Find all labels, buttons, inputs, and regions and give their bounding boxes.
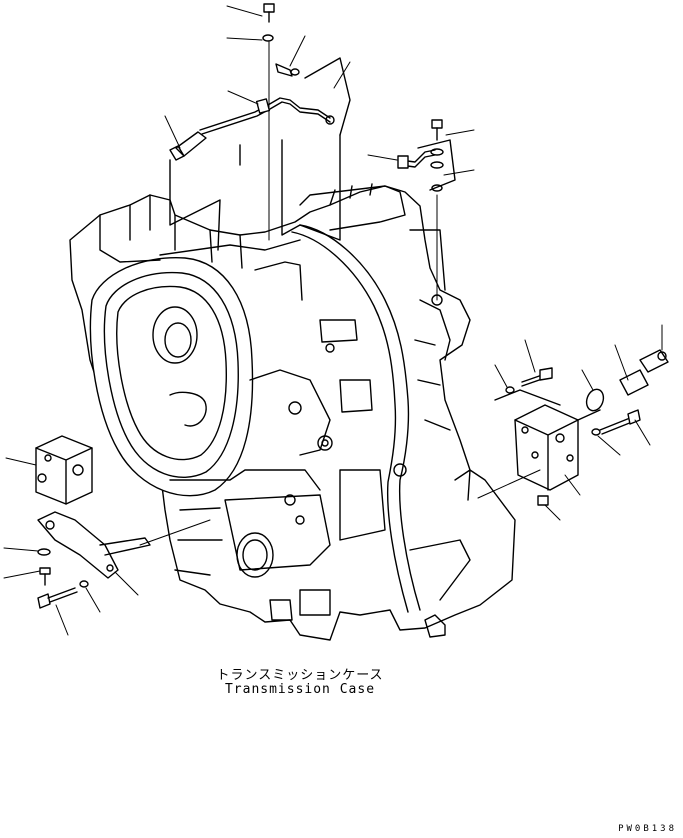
pipe-assembly-top	[169, 3, 351, 251]
drawing-code: PW0B138	[618, 824, 677, 834]
pipe-assembly-right	[397, 119, 456, 301]
caption-japanese: トランスミッションケース	[216, 668, 384, 683]
caption-english: Transmission Case	[224, 682, 376, 697]
transmission-case	[69, 183, 516, 641]
valve-block-left	[35, 435, 211, 609]
valve-block-right	[477, 349, 669, 506]
leader-lines	[3, 5, 663, 636]
